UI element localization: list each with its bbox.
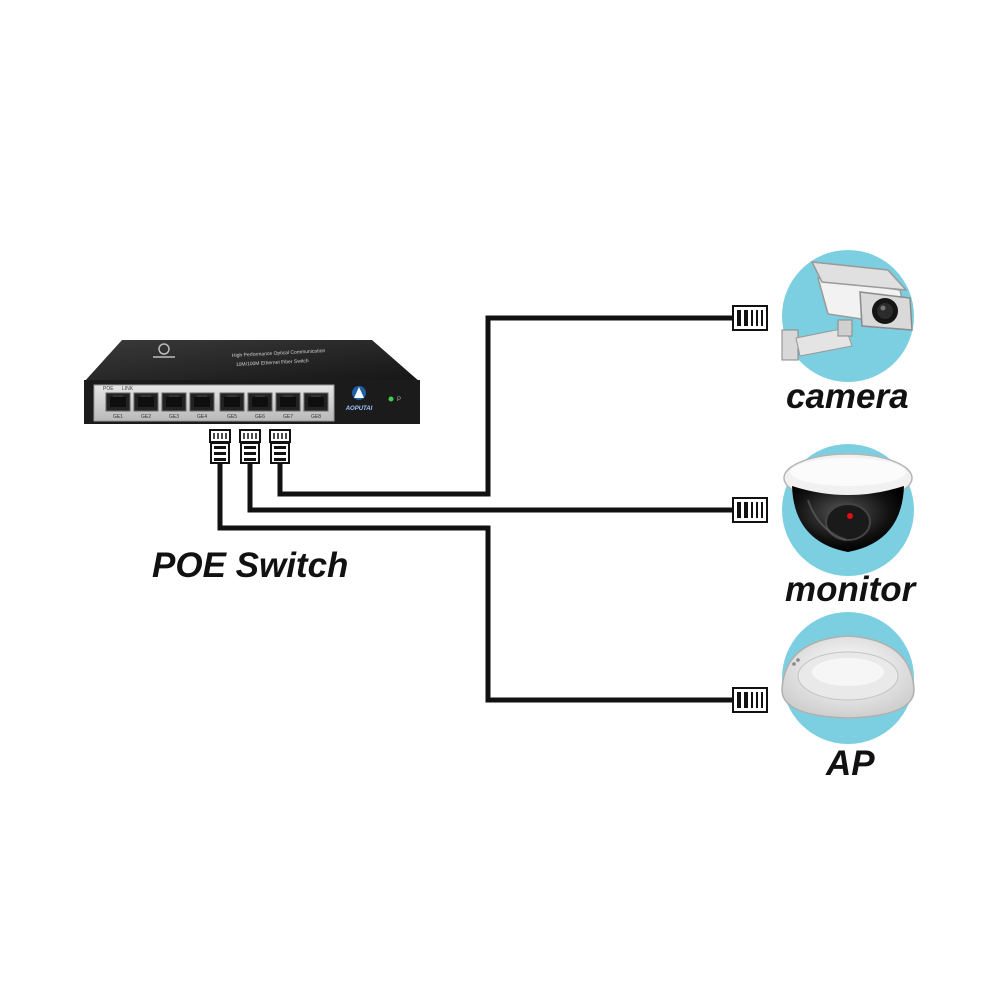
rj45-plug-icon bbox=[732, 497, 768, 523]
rj45-plug-icon bbox=[732, 687, 768, 713]
switch-tagline: High Performance Optical Communication bbox=[232, 348, 326, 359]
brand-name: AOPUTAI bbox=[345, 406, 373, 412]
port-label: GE3 bbox=[169, 414, 179, 420]
ethernet-port[interactable] bbox=[189, 392, 215, 412]
ethernet-port[interactable] bbox=[161, 392, 187, 412]
device-plugs bbox=[732, 305, 768, 713]
power-led-icon bbox=[388, 396, 394, 402]
ethernet-ports bbox=[105, 392, 329, 412]
ap-label: AP bbox=[826, 744, 875, 783]
camera-label: camera bbox=[786, 377, 909, 416]
port-label: GE7 bbox=[283, 414, 293, 420]
aoputai-logo-icon bbox=[352, 386, 366, 400]
ethernet-port[interactable] bbox=[303, 392, 329, 412]
dome-camera-icon bbox=[783, 453, 913, 552]
power-label: P bbox=[397, 397, 401, 403]
brand-logo-icon bbox=[153, 343, 175, 358]
poe-label: POE bbox=[103, 386, 114, 392]
cable-monitor bbox=[247, 462, 738, 513]
ethernet-port[interactable] bbox=[275, 392, 301, 412]
device-camera bbox=[781, 250, 914, 382]
access-point-icon bbox=[781, 635, 915, 719]
switch-label: POE Switch bbox=[152, 546, 349, 585]
cable-ap bbox=[217, 462, 738, 703]
monitor-label: monitor bbox=[785, 570, 916, 609]
rj45-plug-icon bbox=[269, 429, 291, 464]
port-label: GE6 bbox=[255, 414, 265, 420]
rj45-plug-icon bbox=[239, 429, 261, 464]
rj45-plug-icon bbox=[209, 429, 231, 464]
port-label: GE8 bbox=[311, 414, 321, 420]
poe-switch: High Performance Optical Communication 1… bbox=[84, 340, 420, 424]
camera-icon bbox=[781, 261, 913, 361]
link-label: LINK bbox=[122, 386, 134, 392]
switch-plugs bbox=[209, 429, 291, 464]
rj45-plug-icon bbox=[732, 305, 768, 331]
device-monitor bbox=[782, 444, 914, 576]
port-label: GE5 bbox=[227, 414, 237, 420]
port-label: GE4 bbox=[197, 414, 207, 420]
port-labels: GE1 GE2 GE3 GE4 GE5 GE6 GE7 GE8 bbox=[113, 414, 321, 420]
ethernet-port[interactable] bbox=[247, 392, 273, 412]
port-label: GE1 bbox=[113, 414, 123, 420]
ethernet-port[interactable] bbox=[105, 392, 131, 412]
switch-model: 10M/100M Ethernet Fiber Switch bbox=[236, 358, 309, 368]
ethernet-port[interactable] bbox=[133, 392, 159, 412]
port-label: GE2 bbox=[141, 414, 151, 420]
cables bbox=[217, 315, 738, 703]
ethernet-port[interactable] bbox=[219, 392, 245, 412]
device-ap bbox=[781, 612, 915, 744]
cable-camera bbox=[277, 315, 738, 497]
